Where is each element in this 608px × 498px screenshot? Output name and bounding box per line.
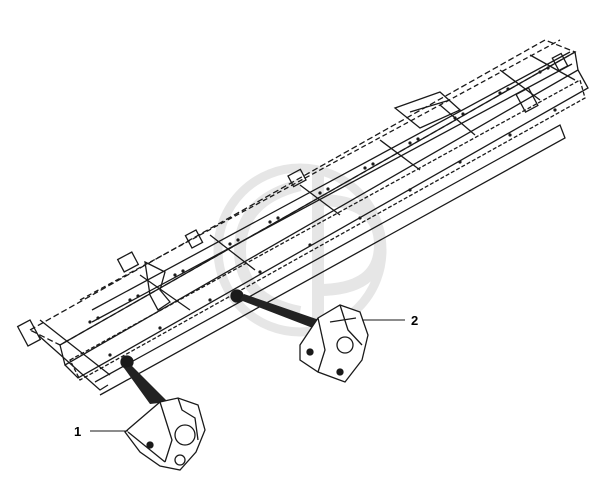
callout-1-label: 1: [74, 424, 81, 439]
rail-hole-pattern: [88, 66, 557, 357]
bracket-part-1: [124, 397, 206, 471]
right-side-rail: [79, 39, 573, 323]
gp-circle-logo-watermark: [213, 163, 387, 337]
callout-1: 1: [74, 424, 128, 439]
callout-2: 2: [362, 313, 418, 328]
leader-wedge-1: [124, 366, 168, 404]
cross-members: [37, 54, 576, 391]
lower-rail: [69, 79, 586, 396]
leader-wedge-2: [240, 294, 325, 330]
bracket-part-2: [299, 304, 369, 383]
callout-2-label: 2: [411, 313, 418, 328]
frame-brackets: [16, 52, 569, 347]
chassis-frame: [16, 39, 589, 396]
